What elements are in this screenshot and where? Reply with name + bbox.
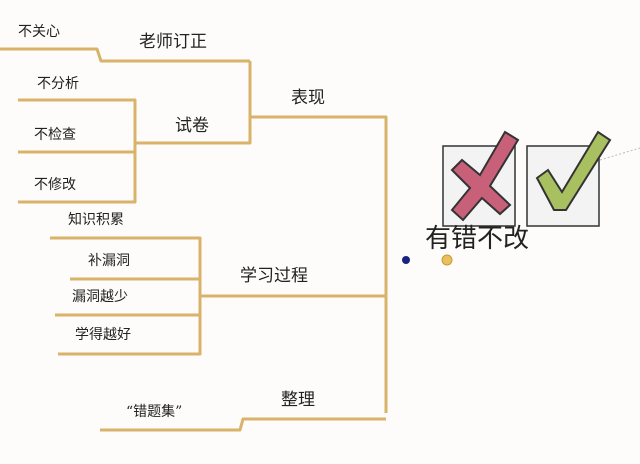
line-buguanxin xyxy=(0,47,250,63)
node-xuedeyuehao: 学得越好 xyxy=(75,327,131,343)
line-shijuan-children xyxy=(18,98,137,204)
node-buxiugai: 不修改 xyxy=(34,177,76,193)
branch-zhengli: 整理 xyxy=(281,390,315,410)
check-mark-icon xyxy=(526,130,612,227)
node-zhishijilei: 知识积累 xyxy=(68,212,124,228)
node-buloudong: 补漏洞 xyxy=(88,253,130,269)
line-laoshidingzheng xyxy=(135,61,252,145)
node-cuotiji: “错题集” xyxy=(126,404,183,420)
root-node-dot xyxy=(402,256,410,264)
branch-xuexiguocheng: 学习过程 xyxy=(240,266,308,286)
node-laoshidingzheng: 老师订正 xyxy=(139,32,207,52)
branch-biaoxian: 表现 xyxy=(291,88,325,108)
node-shijuan: 试卷 xyxy=(175,116,209,136)
node-loudongyueshao: 漏洞越少 xyxy=(72,289,128,305)
line-xuexi-children xyxy=(50,236,202,356)
topic-node-dot xyxy=(441,254,453,266)
cross-mark-icon xyxy=(442,130,520,227)
node-bufenxi: 不分析 xyxy=(37,76,79,92)
line-zhengli xyxy=(100,417,386,432)
line-biaoxian xyxy=(250,115,388,413)
node-buguanxin: 不关心 xyxy=(18,24,60,40)
node-bujiancha: 不检查 xyxy=(34,127,76,143)
central-topic: 有错不改 xyxy=(425,224,530,254)
